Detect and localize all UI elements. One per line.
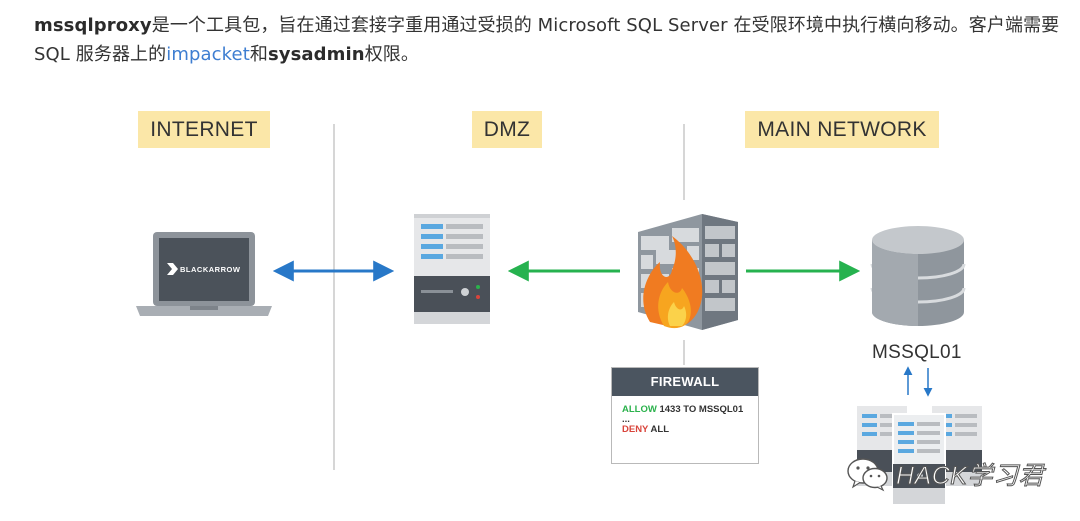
- database-icon: [870, 226, 966, 326]
- wechat-icon: [847, 458, 888, 492]
- blackarrow-logo-icon: [167, 263, 178, 275]
- deny-word: DENY: [622, 424, 649, 435]
- firewall-rule-deny: DENY ALL: [612, 424, 758, 435]
- zone-label-dmz: DMZ: [472, 111, 542, 148]
- zone-label-main-network: MAIN NETWORK: [745, 111, 939, 148]
- database-label: MSSQL01: [872, 342, 962, 363]
- intro-text-2: 和: [249, 44, 268, 65]
- watermark: HACK学习君: [846, 454, 1044, 494]
- fire-icon: [643, 236, 703, 329]
- firewall-title: FIREWALL: [612, 368, 758, 396]
- allow-word: ALLOW: [622, 404, 657, 415]
- firewall-rule-ellipsis: ...: [622, 414, 630, 425]
- dmz-server-icon: [414, 214, 490, 324]
- watermark-text: HACK学习君: [896, 462, 1044, 491]
- cluster-server-center-icon: [892, 413, 946, 505]
- firewall-rule-allow: ALLOW 1433 TO MSSQL01: [612, 404, 758, 415]
- allow-rule-text: 1433 TO MSSQL01: [659, 404, 744, 415]
- firewall-rules-panel: FIREWALL ALLOW 1433 TO MSSQL01 ... DENY …: [611, 367, 759, 464]
- deny-rule-text: ALL: [650, 424, 669, 435]
- zone-label-internet: INTERNET: [138, 111, 270, 148]
- intro-text-3: 权限。: [364, 44, 420, 65]
- intro-text-1: 是一个工具包，旨在通过套接字重用通过受损的 Microsoft SQL Serv…: [34, 15, 1060, 65]
- impacket-link[interactable]: impacket: [166, 44, 250, 65]
- laptop-brand-text: BLACKARROW: [180, 265, 241, 274]
- tool-name: mssqlproxy: [34, 15, 152, 36]
- intro-paragraph: mssqlproxy是一个工具包，旨在通过套接字重用通过受损的 Microsof…: [34, 11, 1064, 69]
- sysadmin-text: sysadmin: [267, 44, 365, 65]
- laptop-icon: BLACKARROW: [136, 232, 272, 316]
